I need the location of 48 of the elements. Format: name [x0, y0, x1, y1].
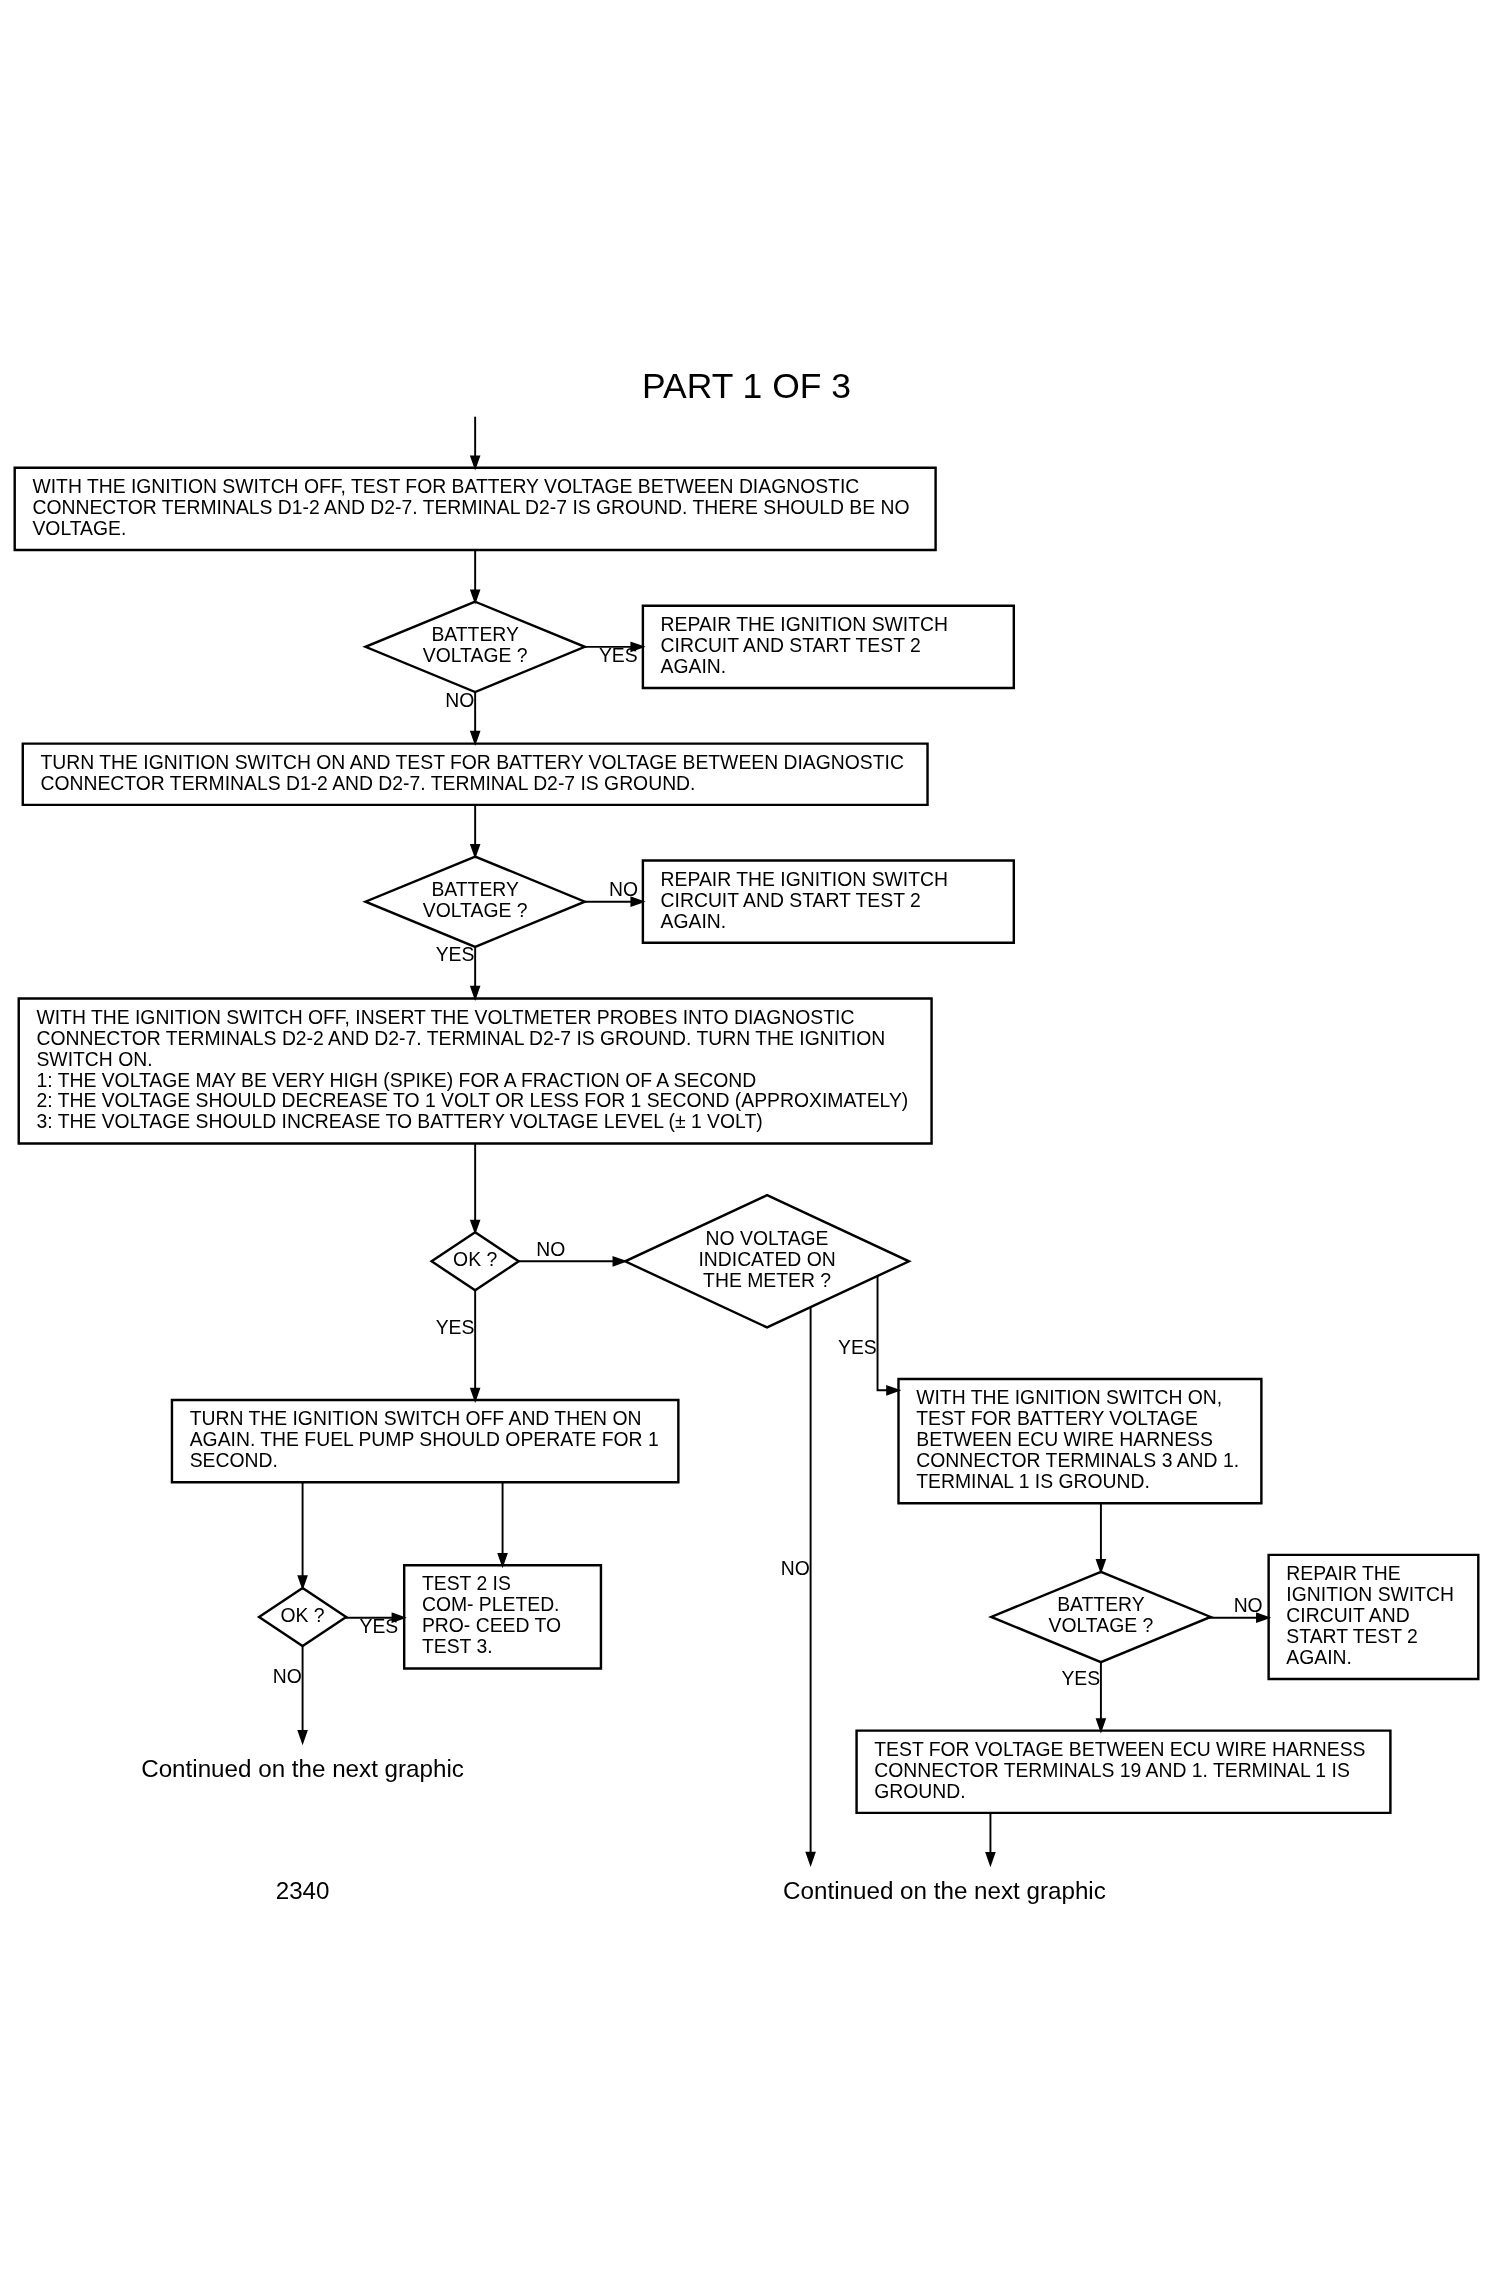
node-box: TURN THE IGNITION SWITCH OFF AND THEN ON AGAIN. THE FUEL PUMP SHOULD OPERATE FOR 1 SECOND. — [170, 1398, 680, 1484]
edge-label: NO — [1233, 1594, 1263, 1617]
edge-label: NO — [608, 878, 638, 901]
node-box: REPAIR THE IGNITION SWITCH CIRCUIT AND START TEST 2 AGAIN. — [1267, 1553, 1480, 1681]
node-box: TURN THE IGNITION SWITCH ON AND TEST FOR BATTERY VOLTAGE BETWEEN DIAGNOSTIC CONNECTOR TERMINALS D1-2 AND D2-7. TERMINAL D2-7 IS GROUND. — [21, 742, 929, 807]
node-diamond: OK ? — [256, 1586, 349, 1648]
node-box: REPAIR THE IGNITION SWITCH CIRCUIT AND START TEST 2 AGAIN. — [641, 859, 1016, 944]
edge-label: NO — [780, 1556, 810, 1579]
arrow — [497, 1481, 508, 1569]
arrow — [297, 1481, 308, 1591]
arrow — [469, 691, 481, 747]
arrow — [1207, 1612, 1272, 1624]
node-diamond: BATTERY VOLTAGE ? — [362, 600, 588, 694]
arrow — [805, 1306, 816, 1867]
arrow — [469, 415, 481, 471]
edge-label: YES — [435, 1316, 475, 1339]
arrow — [297, 1645, 308, 1746]
diagram-title: PART 1 OF 3 — [642, 366, 851, 407]
node-diamond: OK ? — [429, 1230, 521, 1292]
node-box: WITH THE IGNITION SWITCH OFF, INSERT THE VOLTMETER PROBES INTO DIAGNOSTIC CONNECTOR TERMINALS D2-2 AND D2-7. TERMINAL D2-7 IS GROUND. TURN THE IGNITION SWITCH ON. 1: THE VOLTAGE MAY BE VERY HIGH (SPIKE) FOR A FRACTION OF A SECOND 2: THE VOLTAGE SHOULD DECREASE TO 1 VOLT OR LESS FOR 1 SECOND (APPROXIMATELY) 3: THE VOLTAGE SHOULD INCREASE TO BATTERY VOLTAGE LEVEL (± 1 VOLT) — [17, 997, 933, 1145]
arrow — [469, 1290, 481, 1403]
arrow — [1095, 1661, 1107, 1734]
node-box: WITH THE IGNITION SWITCH OFF, TEST FOR BATTERY VOLTAGE BETWEEN DIAGNOSTIC CONNECTOR TERMINALS D1-2 AND D2-7. TERMINAL D2-7 IS GROUND. THERE SHOULD BE NO VOLTAGE. — [13, 466, 937, 552]
arrow — [1095, 1502, 1107, 1575]
node-diamond: NO VOLTAGE INDICATED ON THE METER ? — [622, 1193, 912, 1329]
node-box: TEST FOR VOLTAGE BETWEEN ECU WIRE HARNESS CONNECTOR TERMINALS 19 AND 1. TERMINAL 1 IS GROUND. — [855, 1729, 1392, 1815]
arrow — [584, 641, 646, 653]
node-text: Continued on the next graphic — [141, 1755, 464, 1783]
edge-label: YES — [1061, 1667, 1101, 1690]
node-box: REPAIR THE IGNITION SWITCH CIRCUIT AND START TEST 2 AGAIN. — [641, 604, 1016, 690]
edge-label: NO — [272, 1665, 302, 1688]
edge-label: YES — [838, 1335, 877, 1358]
arrow — [469, 549, 481, 605]
node-text: Continued on the next graphic — [783, 1877, 1106, 1905]
node-diamond: BATTERY VOLTAGE ? — [988, 1570, 1214, 1664]
arrow — [584, 896, 646, 907]
arrow — [876, 1275, 902, 1396]
arrow — [517, 1256, 628, 1267]
node-box: TEST 2 IS COM- PLETED. PRO- CEED TO TEST 3. — [403, 1564, 603, 1670]
edge-label: YES — [598, 644, 638, 667]
arrow — [469, 1143, 481, 1235]
edge-label: YES — [359, 1615, 399, 1638]
edge-label: NO — [536, 1237, 566, 1260]
node-box: WITH THE IGNITION SWITCH ON, TEST FOR BATTERY VOLTAGE BETWEEN ECU WIRE HARNESS CONNECTOR TERMINALS 3 AND 1. TERMINAL 1 IS GROUND. — [897, 1377, 1263, 1505]
label: 2340 — [275, 1877, 330, 1905]
arrow — [469, 804, 481, 860]
arrow — [469, 946, 481, 1001]
arrow — [985, 1812, 996, 1868]
